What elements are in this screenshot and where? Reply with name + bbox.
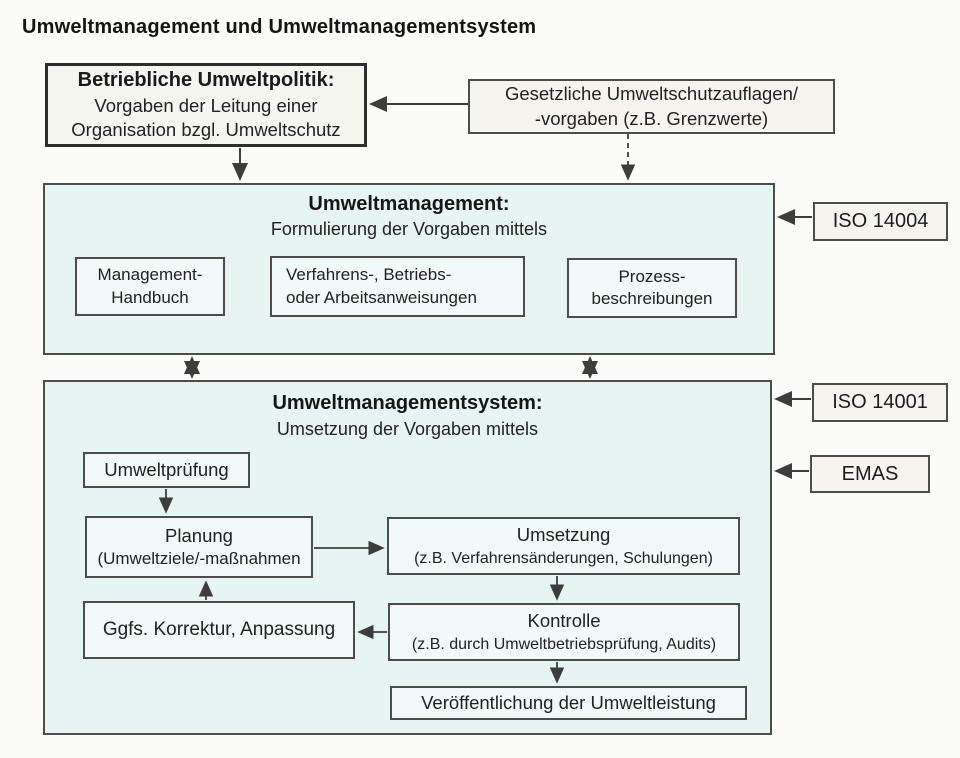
box-planung: Planung (Umweltziele/-maßnahmen <box>85 516 313 578</box>
badge-emas: EMAS <box>810 455 930 493</box>
box-korrektur: Ggfs. Korrektur, Anpassung <box>83 601 355 659</box>
box-prozessbeschreibungen: Prozess- beschreibungen <box>567 258 737 318</box>
badge-iso-14001: ISO 14001 <box>812 383 948 422</box>
umweltmanagement-heading: Umweltmanagement: <box>308 193 510 215</box>
umsetzung-title: Umsetzung <box>516 524 611 546</box>
handbuch-line2: Handbuch <box>111 287 189 307</box>
kontrolle-title: Kontrolle <box>527 610 601 632</box>
politik-heading: Betriebliche Umweltpolitik: <box>77 69 335 92</box>
box-veroeffentlichung: Veröffentlichung der Umweltleistung <box>390 686 747 720</box>
box-umsetzung: Umsetzung (z.B. Verfahrensänderungen, Sc… <box>387 517 740 575</box>
badge-iso-14004: ISO 14004 <box>813 202 948 241</box>
handbuch-line1: Management- <box>97 265 203 285</box>
gesetzlich-line1: Gesetzliche Umweltschutzauflagen/ <box>504 83 799 105</box>
umweltmanagementsystem-subheading: Umsetzung der Vorgaben mittels <box>276 419 539 439</box>
box-verfahrens-anweisungen: Verfahrens-, Betriebs- oder Arbeitsanwei… <box>270 256 525 317</box>
prozess-line1: Prozess- <box>618 266 686 286</box>
gesetzlich-line2: -vorgaben (z.B. Grenzwerte) <box>534 107 769 129</box>
verfahrens-line2: oder Arbeitsanweisungen <box>286 287 477 307</box>
box-gesetzliche-auflagen: Gesetzliche Umweltschutzauflagen/ -vorga… <box>468 79 835 134</box>
umweltmanagementsystem-heading: Umweltmanagementsystem: <box>272 392 543 414</box>
planung-detail: (Umweltziele/-maßnahmen <box>97 548 301 568</box>
umsetzung-detail: (z.B. Verfahrensänderungen, Schulungen) <box>414 549 713 567</box>
politik-line2: Organisation bzgl. Umweltschutz <box>71 119 341 141</box>
umweltmanagement-subheading: Formulierung der Vorgaben mittels <box>270 219 548 239</box>
planung-title: Planung <box>165 524 233 546</box>
page-title: Umweltmanagement und Umweltmanagementsys… <box>22 16 537 38</box>
box-management-handbuch: Management- Handbuch <box>75 257 225 316</box>
box-umweltpruefung: Umweltprüfung <box>83 452 250 488</box>
verfahrens-line1: Verfahrens-, Betriebs- <box>286 265 452 285</box>
box-betriebliche-umweltpolitik: Betriebliche Umweltpolitik: Vorgaben der… <box>45 63 367 147</box>
kontrolle-detail: (z.B. durch Umweltbetriebsprüfung, Audit… <box>411 635 717 653</box>
politik-line1: Vorgaben der Leitung einer <box>94 94 318 116</box>
prozess-line2: beschreibungen <box>591 289 713 308</box>
box-kontrolle: Kontrolle (z.B. durch Umweltbetriebsprüf… <box>388 603 740 661</box>
